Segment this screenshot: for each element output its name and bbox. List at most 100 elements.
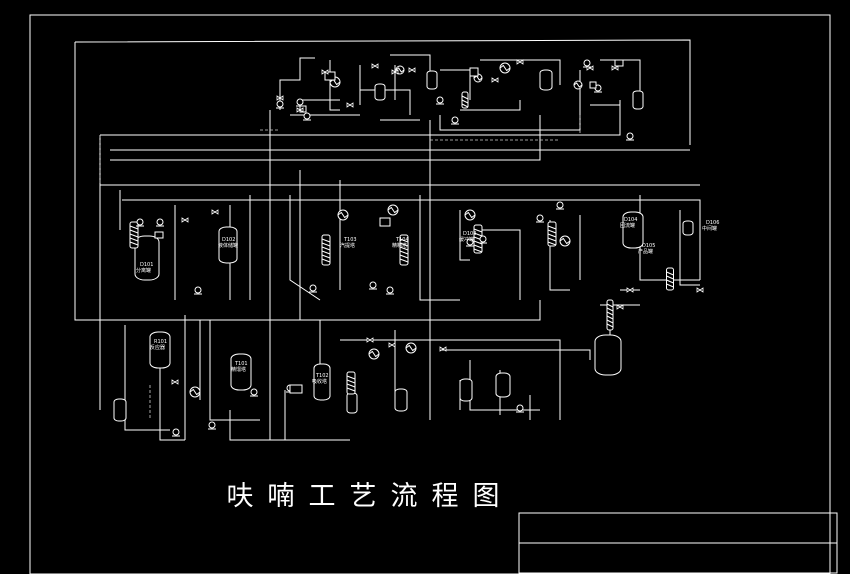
valve <box>276 95 284 101</box>
valve <box>491 77 499 83</box>
pipe-line <box>480 59 561 85</box>
column <box>666 267 674 291</box>
exchanger-coil <box>464 211 476 219</box>
column <box>129 221 139 249</box>
pipe-line <box>122 199 701 280</box>
vessel-top-1 <box>426 70 438 90</box>
valve <box>296 107 304 113</box>
pump-body <box>250 388 258 396</box>
vessel-d103 <box>230 353 252 391</box>
column-tray <box>129 229 139 234</box>
pipe-line <box>480 229 521 300</box>
vessel-small-body <box>113 398 127 422</box>
valve <box>391 69 399 75</box>
exchanger-coil <box>573 82 583 88</box>
column-tray <box>321 258 331 263</box>
column <box>346 371 356 395</box>
valve <box>616 304 624 310</box>
heat-exchanger <box>499 62 511 74</box>
equipment-desc: 汽提塔 <box>340 243 356 249</box>
column-tray <box>606 319 614 324</box>
pump-body <box>172 428 180 436</box>
vessel-d101 <box>218 226 238 264</box>
vessel-top-2-body <box>539 69 553 91</box>
valve <box>366 337 374 343</box>
instrument-box <box>324 71 336 81</box>
column-tray <box>606 315 614 320</box>
equipment-desc: 分离罐 <box>136 268 152 274</box>
pump <box>479 235 487 244</box>
vessel-top-2 <box>539 69 553 91</box>
heat-exchanger <box>337 209 349 221</box>
page-title: 呋喃工艺流程图 <box>226 481 514 512</box>
valve <box>171 379 179 385</box>
pipe-line <box>340 339 561 420</box>
vessel-d105-body <box>394 388 408 412</box>
heat-exchanger <box>559 235 571 247</box>
equipment-desc: 液体储罐 <box>218 243 239 249</box>
heat-exchanger <box>368 348 380 360</box>
pipe-line <box>229 410 300 441</box>
valve <box>346 102 354 108</box>
pipe-line <box>439 70 581 131</box>
vessel-d101-body <box>218 226 238 264</box>
pump-body <box>451 116 459 124</box>
column <box>399 234 409 266</box>
column-tray <box>321 254 331 259</box>
pump <box>208 421 216 430</box>
vessel-top-3-body <box>632 90 644 110</box>
heat-exchanger <box>573 80 583 90</box>
pump <box>386 286 394 295</box>
pump-body <box>516 404 524 412</box>
column-tray <box>473 244 483 249</box>
pump <box>516 404 524 413</box>
vessel-top-4 <box>374 83 386 101</box>
vessel-small-4-body <box>346 392 358 414</box>
column-tray <box>399 238 409 243</box>
pump <box>626 132 634 141</box>
vessel-top-4-body <box>374 83 386 101</box>
pipe-line <box>460 100 521 111</box>
pump <box>136 218 144 227</box>
vessel-d104 <box>313 363 331 401</box>
valve <box>626 287 634 293</box>
equipment-desc: 缓冲罐 <box>459 237 475 243</box>
equipment-desc: 产品罐 <box>638 249 654 255</box>
column <box>547 221 557 247</box>
equipment-tag: D104 <box>624 217 638 223</box>
pump <box>466 238 474 247</box>
pump-body <box>369 281 377 289</box>
valve <box>611 65 619 71</box>
column-tray <box>666 283 674 288</box>
pump-body <box>536 214 544 222</box>
pipe-line <box>100 100 621 136</box>
column-tray <box>321 242 331 247</box>
valve <box>371 63 379 69</box>
column-tray <box>346 375 356 380</box>
vessel-d106 <box>622 211 644 249</box>
pump-body <box>208 421 216 429</box>
pump-body <box>136 218 144 226</box>
exchanger-coil <box>329 78 341 86</box>
column-tray <box>606 323 614 328</box>
equipment-tag: T104 <box>396 237 409 243</box>
pipe-line <box>74 39 691 145</box>
equipment-tag: D102 <box>222 237 236 243</box>
exchanger-coil <box>499 64 511 72</box>
vessel-d102-body <box>149 331 171 369</box>
pipe-line <box>639 195 700 281</box>
pipe-line <box>159 360 185 441</box>
pump-body <box>556 201 564 209</box>
valve <box>211 209 219 215</box>
column-tray <box>399 254 409 259</box>
pump <box>276 100 284 109</box>
equipment-desc: 精馏塔 <box>231 367 247 373</box>
vessel-small-3-body <box>495 372 511 398</box>
exchanger-coil <box>559 237 571 245</box>
column-tray <box>346 387 356 392</box>
instrument-box <box>589 81 597 89</box>
pump-body <box>466 238 474 246</box>
pipe-line <box>679 210 700 286</box>
column-tray <box>606 307 614 312</box>
vessel-d105 <box>394 388 408 412</box>
